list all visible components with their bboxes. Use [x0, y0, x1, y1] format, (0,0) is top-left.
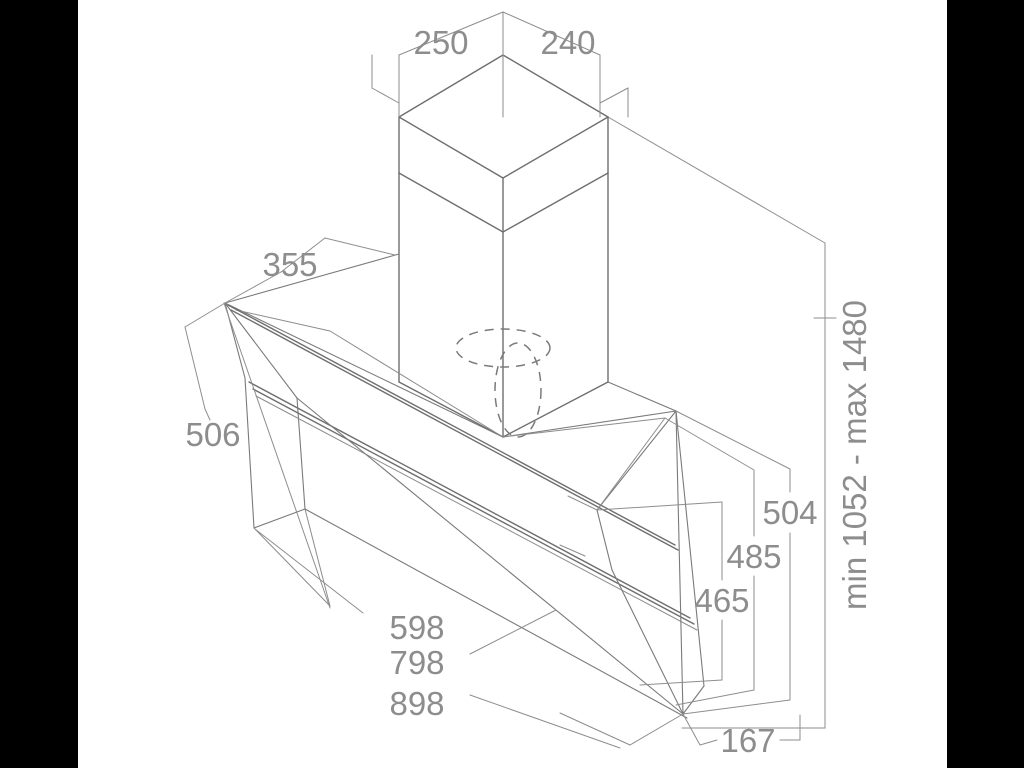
dimension-167 — [682, 713, 801, 746]
letterbox-bar-left — [0, 0, 78, 768]
hood-top-plate — [224, 253, 677, 438]
dimension-250 — [371, 11, 504, 118]
dimension-widths — [254, 528, 621, 749]
hood-right-end-cap — [559, 410, 705, 746]
dimension-install-height — [813, 242, 837, 729]
label-dim-485: 485 — [726, 538, 781, 575]
label-dim-598: 598 — [389, 609, 444, 646]
letterbox-bar-right — [947, 0, 1024, 768]
drawing-background — [78, 0, 947, 768]
label-dim-167: 167 — [720, 722, 775, 759]
label-dim-898: 898 — [389, 685, 444, 722]
dimension-240 — [502, 11, 629, 118]
technical-drawing-svg: .ln { fill:none; stroke:#6e6e6e; stroke-… — [78, 0, 947, 768]
label-dim-240: 240 — [540, 24, 595, 61]
label-dim-250: 250 — [413, 24, 468, 61]
outlet-ellipse-vertical — [494, 342, 542, 438]
label-dim-506: 506 — [185, 416, 240, 453]
dimension-labels: 250 240 355 506 598 798 898 504 485 465 … — [185, 24, 873, 759]
label-dim-install-height: min 1052 - max 1480 — [836, 300, 873, 610]
drawing-canvas: .ln { fill:none; stroke:#6e6e6e; stroke-… — [78, 0, 947, 768]
dimension-355 — [224, 237, 396, 304]
label-dim-504: 504 — [762, 494, 817, 531]
dimension-465 — [596, 501, 723, 686]
label-dim-355: 355 — [262, 246, 317, 283]
label-dim-798: 798 — [389, 644, 444, 681]
outlet-ellipse-horizontal — [455, 328, 551, 368]
label-dim-465: 465 — [694, 582, 749, 619]
dimension-485 — [664, 417, 755, 706]
dimension-504 — [675, 410, 791, 715]
dimension-506 — [184, 302, 331, 609]
air-outlet-hidden-detail — [455, 328, 551, 438]
